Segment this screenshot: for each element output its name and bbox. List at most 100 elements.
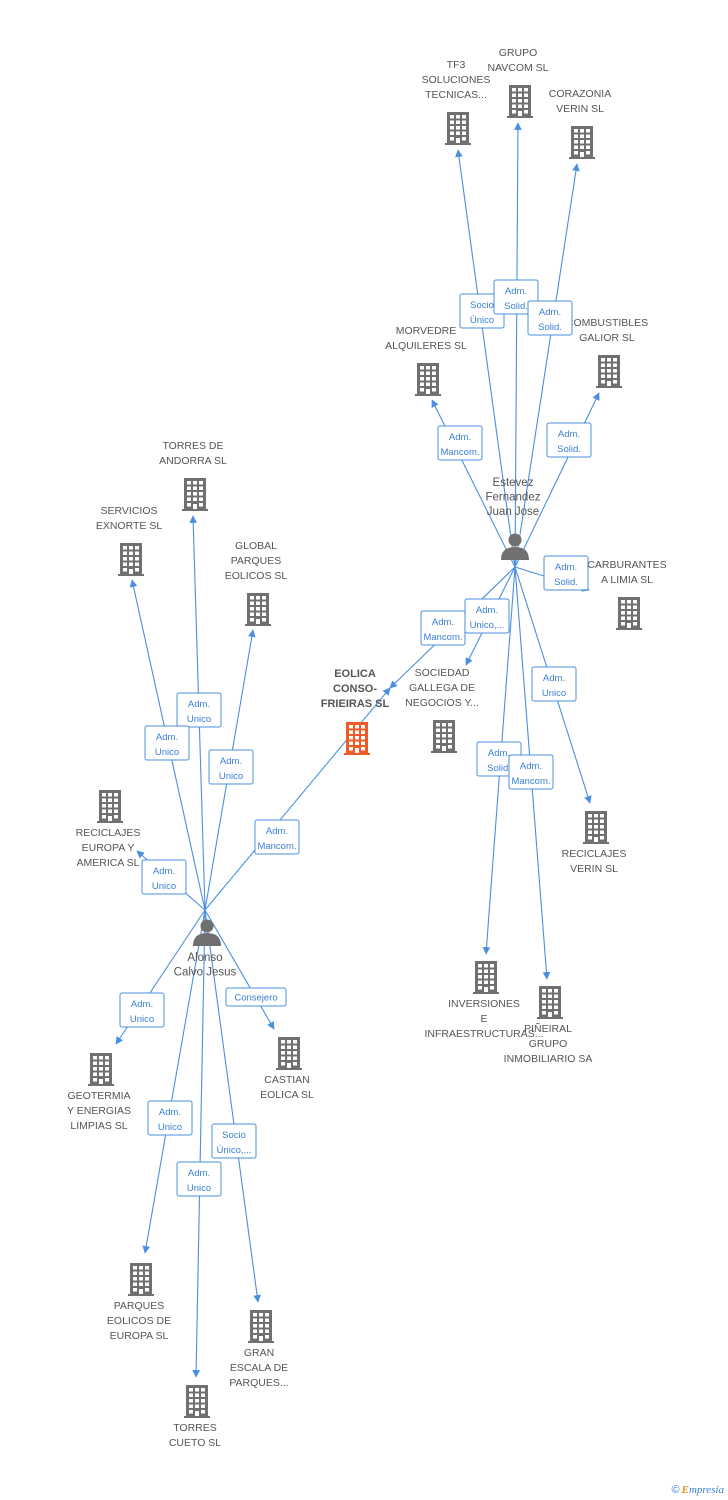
role-label-alonso-global[interactable]: Adm. Unico: [208, 749, 254, 785]
role-label-alonso-andorra[interactable]: Adm. Unico: [176, 692, 222, 728]
role-text: Unico: [130, 1014, 154, 1025]
company-node-andorra[interactable]: TORRES DE ANDORRA SL: [159, 440, 227, 511]
company-label-line: ANDORRA SL: [159, 455, 227, 467]
company-node-inversiones[interactable]: INVERSIONESEINFRAESTRUCTURAS...: [424, 961, 544, 1040]
role-text: Socio: [222, 1130, 246, 1141]
role-text: Solid.: [557, 444, 581, 455]
building-icon: [596, 355, 622, 388]
company-label-line: A LIMIA SL: [601, 574, 653, 586]
role-label-estevez-reciclajes-verin[interactable]: Adm. Unico: [531, 666, 577, 702]
company-label-line: GLOBAL: [235, 540, 277, 552]
role-text: Adm.: [520, 761, 542, 772]
company-node-reciclajes-verin[interactable]: RECICLAJES VERIN SL: [562, 811, 627, 875]
role-label-estevez-morvedre[interactable]: Adm.Mancom.: [437, 425, 483, 461]
person-label-line: Calvo Jesus: [174, 967, 237, 979]
role-label-alonso-geotermia[interactable]: Adm. Unico: [119, 992, 165, 1028]
building-icon: [344, 722, 370, 755]
company-label-line: LIMPIAS SL: [70, 1120, 127, 1132]
company-node-carburantes[interactable]: CARBURANTES A LIMIA SL: [587, 559, 667, 630]
company-label-line: NAVCOM SL: [487, 62, 548, 74]
company-label-line: CASTIAN: [264, 1074, 310, 1086]
edge-estevez-corazonia: [514, 163, 580, 568]
role-text: Adm.: [220, 756, 242, 767]
role-label-estevez-navcom[interactable]: Adm.Solid.: [493, 279, 539, 315]
company-label-line: SERVICIOS: [101, 505, 158, 517]
role-label-alonso-gran-escala[interactable]: SocioÚnico,...: [211, 1123, 257, 1159]
role-text: Adm.: [131, 999, 153, 1010]
company-label-line: GALIOR SL: [579, 332, 635, 344]
company-label-line: EOLICOS DE: [107, 1315, 171, 1327]
role-text: Socio: [470, 300, 494, 311]
role-label-estevez-sociedad[interactable]: Adm.Unico,...: [464, 598, 510, 634]
role-label-estevez-carburantes[interactable]: Adm.Solid.: [543, 555, 589, 591]
role-label-estevez-galior[interactable]: Adm.Solid.: [546, 422, 592, 458]
role-text: Adm.: [432, 617, 454, 628]
role-text: Unico: [542, 688, 566, 699]
company-label-line: AMERICA SL: [76, 857, 139, 869]
company-label-line: ESCALA DE: [230, 1362, 288, 1374]
company-label-line: PIÑEIRAL: [524, 1022, 572, 1035]
company-node-navcom[interactable]: GRUPO NAVCOM SL: [487, 47, 549, 118]
building-icon: [276, 1037, 302, 1070]
role-text: Adm.: [543, 673, 565, 684]
company-label-line: Y ENERGIAS: [67, 1105, 131, 1117]
role-label-estevez-eolica[interactable]: Adm.Mancom.: [420, 610, 466, 646]
role-label-estevez-corazonia[interactable]: Adm.Solid.: [527, 300, 573, 336]
company-label-line: GRUPO: [499, 47, 538, 59]
company-label-line: VERIN SL: [570, 863, 618, 875]
company-label-line: NEGOCIOS Y...: [405, 697, 479, 709]
company-label-line: CUETO SL: [169, 1437, 221, 1449]
roles-layer: SocioÚnicoAdm.Solid.Adm.Solid.Adm.Mancom…: [119, 279, 592, 1197]
company-label-line: VERIN SL: [556, 103, 604, 115]
building-icon: [507, 85, 533, 118]
role-text: Adm.: [156, 732, 178, 743]
role-label-alonso-torres-cueto[interactable]: Adm.Unico: [176, 1161, 222, 1197]
role-label-estevez-pineiral[interactable]: Adm. Mancom.: [508, 754, 554, 790]
role-label-alonso-parques-europa[interactable]: Adm.Unico: [147, 1100, 193, 1136]
role-label-alonso-eolica[interactable]: Adm.Mancom.: [254, 819, 300, 855]
building-icon: [473, 961, 499, 994]
building-icon: [415, 363, 441, 396]
company-label-line: TORRES DE: [162, 440, 223, 452]
company-label-line: CONSO-: [333, 683, 377, 695]
person-icon: [501, 533, 529, 560]
company-label-line: RECICLAJES: [562, 848, 627, 860]
role-text: Mancom.: [511, 776, 550, 787]
building-icon: [97, 790, 123, 823]
role-text: Consejero: [234, 993, 277, 1004]
role-text: Unico: [219, 771, 243, 782]
edge-alonso-eolica: [204, 687, 391, 911]
company-node-tf3[interactable]: TF3SOLUCIONESTECNICAS...: [422, 59, 491, 145]
role-label-alonso-reciclajes-europa[interactable]: Adm.Unico: [141, 859, 187, 895]
role-text: Solid.: [538, 322, 562, 333]
person-icon: [193, 919, 221, 946]
role-text: Solid.: [487, 763, 511, 774]
company-label-line: CARBURANTES: [587, 559, 666, 571]
role-text: Unico,...: [470, 620, 505, 631]
role-text: Adm.: [505, 286, 527, 297]
role-text: Adm.: [188, 699, 210, 710]
role-text: Unico: [187, 714, 211, 725]
edge-alonso-parques-europa: [142, 909, 206, 1254]
role-label-alonso-castian[interactable]: Consejero: [225, 987, 287, 1007]
building-icon: [128, 1263, 154, 1296]
edge-alonso-torres-cueto: [192, 909, 206, 1378]
role-label-alonso-exnorte[interactable]: Adm.Unico: [144, 725, 190, 761]
